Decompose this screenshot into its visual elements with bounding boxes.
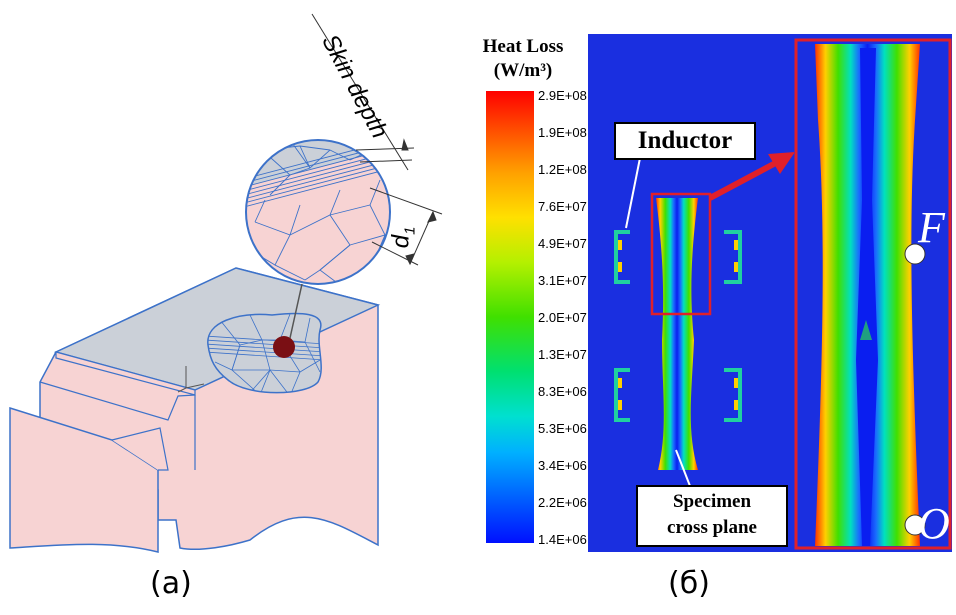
legend-tick-label: 4.9E+07 xyxy=(538,236,587,251)
legend-tick-label: 1.4E+06 xyxy=(538,532,587,547)
legend-title-line1: Heat Loss xyxy=(482,36,564,57)
inductor-coil-right-bottom xyxy=(724,368,742,422)
legend-tick-label: 2.9E+08 xyxy=(538,88,587,103)
specimen-callout: Specimen cross plane xyxy=(636,485,788,547)
axis-triad-icon xyxy=(177,366,205,393)
legend-tick-label: 8.3E+06 xyxy=(538,384,587,399)
color-legend-bar xyxy=(486,91,534,543)
mesh-patch xyxy=(207,312,322,394)
legend-tick-label: 2.2E+06 xyxy=(538,495,587,510)
zoomed-specimen-panel xyxy=(794,38,952,550)
specimen-cross-section xyxy=(656,198,698,470)
solid-notch xyxy=(111,427,169,471)
skin-depth-dimension xyxy=(311,13,415,171)
legend-tick-label: 5.3E+06 xyxy=(538,421,587,436)
zoom-leader-line xyxy=(289,283,303,339)
specimen-callout-line2: cross plane xyxy=(667,517,757,538)
panel-a-caption: (a) xyxy=(150,566,192,601)
panel-b-caption: (б) xyxy=(668,566,710,601)
probe-point-marker xyxy=(273,336,295,358)
panel-a-drawing xyxy=(9,13,443,553)
inductor-callout: Inductor xyxy=(614,122,756,160)
legend-tick-label: 1.9E+08 xyxy=(538,125,587,140)
inductor-leader-line xyxy=(625,157,641,229)
panel-b-drawing xyxy=(486,34,952,552)
legend-tick-label: 7.6E+07 xyxy=(538,199,587,214)
specimen-callout-line1: Specimen xyxy=(672,491,752,512)
inductor-coil-left-top xyxy=(614,230,630,284)
legend-title-line2: (W/m³) xyxy=(493,60,553,81)
zoom-arrow xyxy=(708,152,795,201)
solid-front-step xyxy=(39,381,196,421)
legend-tick-label: 2.0E+07 xyxy=(538,310,587,325)
point-f-marker xyxy=(904,243,926,265)
legend-tick-label: 3.4E+06 xyxy=(538,458,587,473)
point-o-label: O xyxy=(918,499,950,548)
legend-tick-label: 3.1E+07 xyxy=(538,273,587,288)
zoom-selection-box xyxy=(650,192,712,316)
specimen-leader-line xyxy=(675,449,691,487)
inductor-coil-right-top xyxy=(724,230,742,284)
inductor-coils xyxy=(614,230,742,422)
solid-front-block xyxy=(9,406,159,553)
d1-dimension xyxy=(369,187,443,266)
mesh-zoom-circle xyxy=(245,139,391,285)
legend-tick-label: 1.2E+08 xyxy=(538,162,587,177)
legend-tick-label: 1.3E+07 xyxy=(538,347,587,362)
point-o-marker xyxy=(904,514,926,536)
point-f-label: F xyxy=(918,203,945,252)
inductor-coil-left-bottom xyxy=(614,368,630,422)
